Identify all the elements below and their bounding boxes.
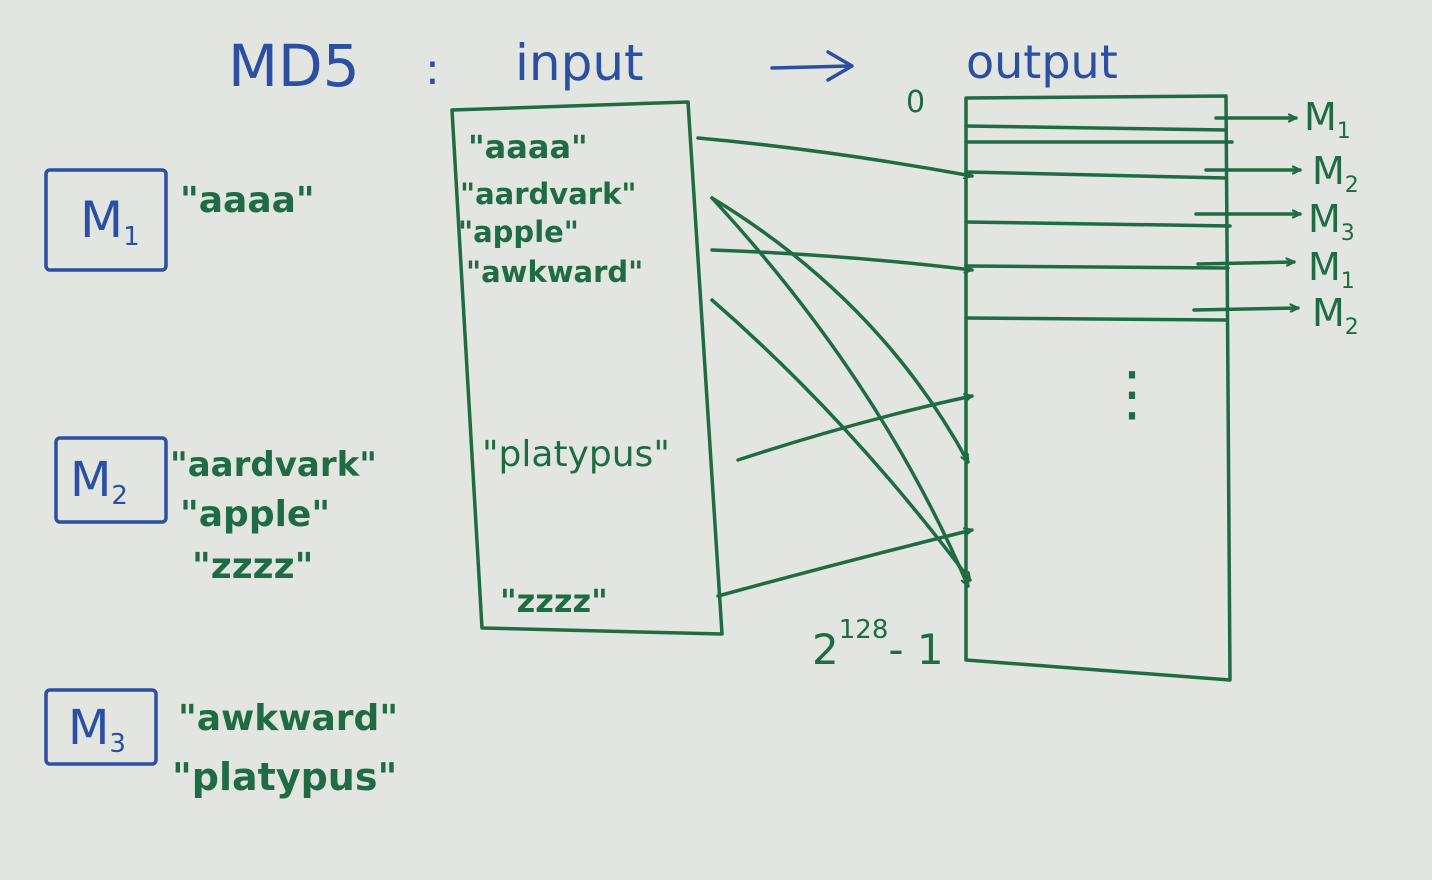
group-m3-box xyxy=(44,688,158,766)
output-top-label: 0 xyxy=(906,85,925,120)
out-label-m2-b: M2 xyxy=(1312,291,1359,340)
arrow-aardvark xyxy=(710,196,970,464)
output-bottom-label: 2128- 1 xyxy=(812,615,944,674)
group-m3-label: M3 xyxy=(68,700,126,759)
group-m3-item-platypus: "platypus" xyxy=(172,755,397,799)
arrow-zzzz xyxy=(716,530,974,598)
output-row-lines xyxy=(964,124,1234,322)
out-label-m2-a: M2 xyxy=(1312,149,1359,198)
arrow-apple xyxy=(710,196,970,588)
group-m2-item-aardvark: "aardvark" xyxy=(170,445,377,485)
group-m1: M1 "aaaa" xyxy=(44,168,315,272)
hash-arrows xyxy=(696,136,974,598)
group-m2-item-apple: "apple" xyxy=(180,494,330,535)
title-input: input xyxy=(515,34,644,92)
title-arrow-icon xyxy=(770,50,854,82)
out-arrow-5 xyxy=(1192,308,1300,310)
arrow-platypus xyxy=(710,298,972,582)
group-m2-label: M2 xyxy=(70,452,128,511)
group-m3-item-awkward: "awkward" xyxy=(178,698,398,739)
title-output: output xyxy=(966,35,1118,89)
out-label-m1-a: M1 xyxy=(1304,95,1351,144)
input-item-apple: "apple" xyxy=(458,215,579,249)
group-m1-item: "aaaa" xyxy=(180,180,315,221)
arrow-awkward xyxy=(710,248,974,270)
group-m2: M2 "aardvark" "apple" "zzzz" xyxy=(54,436,377,587)
out-label-m1-b: M1 xyxy=(1308,245,1355,294)
group-m1-label: M1 xyxy=(80,191,140,252)
out-arrow-4 xyxy=(1196,262,1296,264)
arrow-aaaa xyxy=(696,136,974,176)
output-arrows xyxy=(1192,118,1302,310)
title-colon: : xyxy=(425,44,440,95)
output-box: 0 2128- 1 ⋮ xyxy=(812,85,1234,682)
input-box-outline xyxy=(450,100,724,636)
group-m2-item-zzzz: "zzzz" xyxy=(192,546,313,587)
input-item-platypus: "platypus" xyxy=(482,434,670,475)
input-item-zzzz: "zzzz" xyxy=(500,582,608,620)
output-ellipsis: ⋮ xyxy=(1102,359,1162,429)
group-m3: M3 "awkward" "platypus" xyxy=(44,688,398,799)
out-label-m3: M3 xyxy=(1308,197,1355,246)
input-item-awkward: "awkward" xyxy=(466,255,643,289)
group-m2-box xyxy=(54,436,168,524)
input-item-aaaa: "aaaa" xyxy=(468,128,588,166)
output-box-outline xyxy=(964,94,1232,682)
input-box: "aaaa" "aardvark" "apple" "awkward" "pla… xyxy=(450,100,724,636)
arrow-platypus-to-row xyxy=(736,396,974,462)
output-labels: M1 M2 M3 M1 M2 xyxy=(1304,95,1359,340)
group-m1-box xyxy=(44,168,168,272)
input-item-aardvark: "aardvark" xyxy=(460,177,636,211)
title-md5: MD5 xyxy=(228,32,360,100)
